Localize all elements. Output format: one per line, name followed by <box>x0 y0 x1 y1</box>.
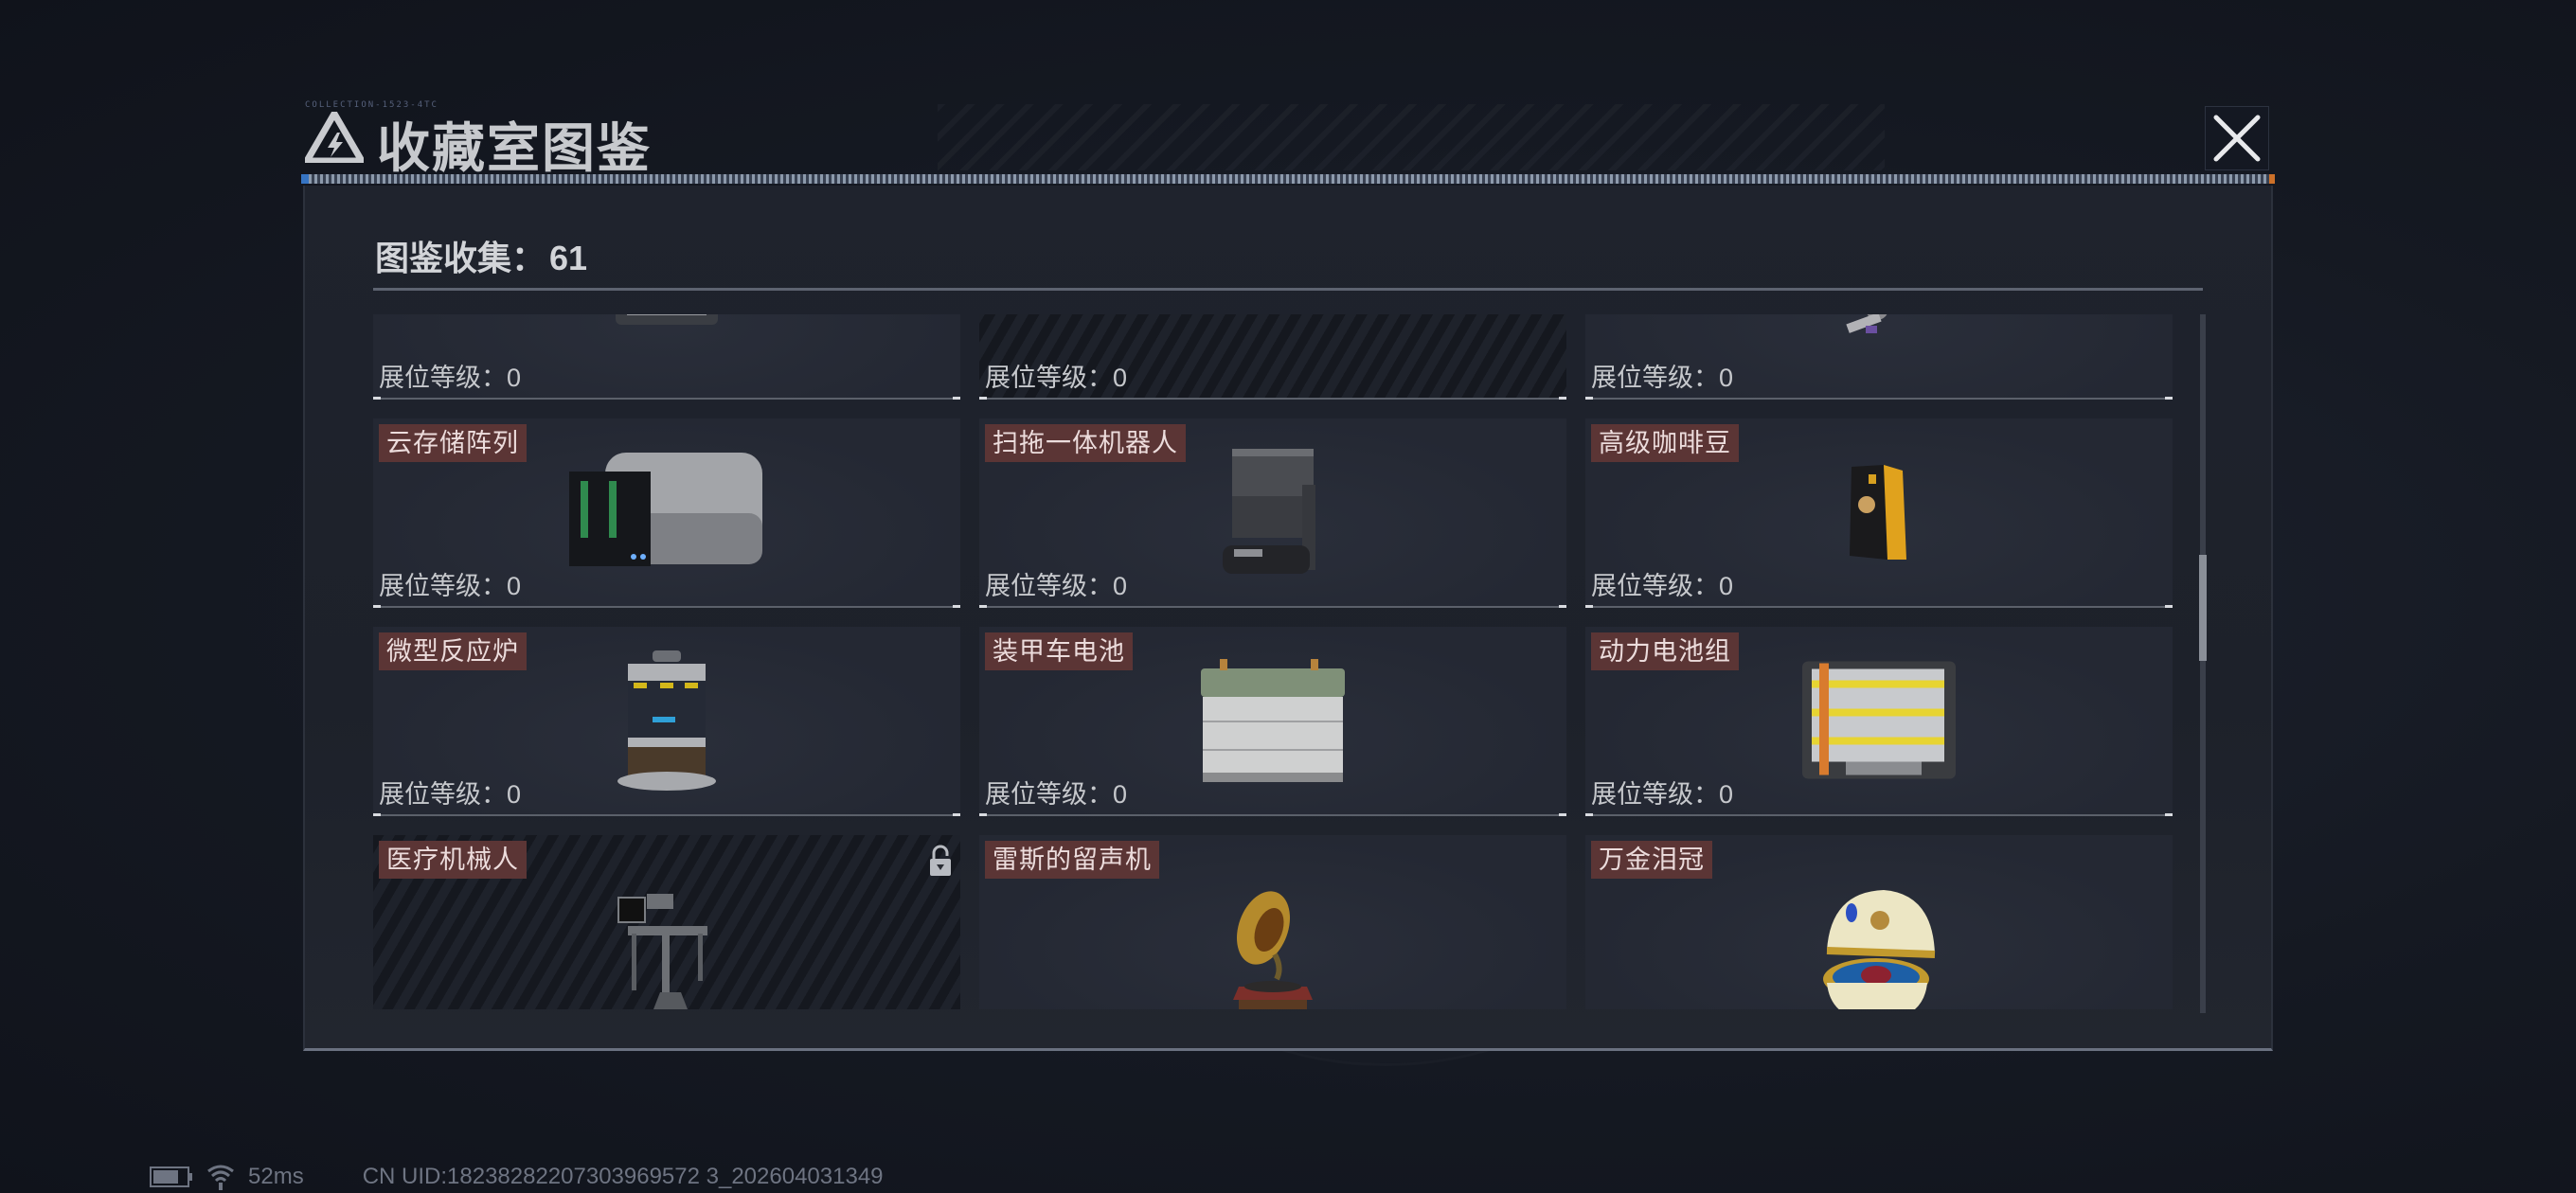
card-divider <box>373 397 960 400</box>
status-bar: 52ms CN UID:18238282207303969572 3_20260… <box>150 1163 884 1191</box>
scrollbar-thumb[interactable] <box>2199 555 2207 661</box>
collection-card[interactable]: 扫拖一体机器人 展位等级：0 <box>979 418 1566 608</box>
monitor-device-image <box>1207 314 1339 333</box>
collection-card[interactable]: 云存储阵列 展位等级：0 <box>373 418 960 608</box>
uid-text: CN UID:18238282207303969572 3_2026040313… <box>362 1164 884 1189</box>
vacuum-cleaner-image <box>1846 314 1887 333</box>
item-name-tag: 高级咖啡豆 <box>1591 424 1739 462</box>
close-button[interactable] <box>2205 106 2269 170</box>
card-divider <box>979 605 1566 608</box>
card-divider <box>373 605 960 608</box>
coffee-bag-image <box>1850 465 1906 560</box>
delta-logo-icon <box>305 112 364 163</box>
item-name-tag: 云存储阵列 <box>379 424 527 462</box>
booth-level: 展位等级：0 <box>1591 364 1734 392</box>
medical-robot-image <box>617 894 707 1009</box>
collection-card[interactable]: 展位等级：0 <box>1585 314 2173 400</box>
vehicle-battery-image <box>1201 659 1345 782</box>
card-divider <box>1585 813 2173 816</box>
gramophone-image <box>1233 891 1313 1009</box>
booth-level: 展位等级：0 <box>379 780 522 809</box>
collection-count-heading: 图鉴收集：61 <box>375 231 587 280</box>
card-divider <box>979 813 1566 816</box>
collection-card[interactable]: 万金泪冠 <box>1585 835 2173 1009</box>
collection-card[interactable]: 雷斯的留声机 <box>979 835 1566 1009</box>
collection-card[interactable]: 高级咖啡豆 展位等级：0 <box>1585 418 2173 608</box>
lock-icon <box>930 845 951 876</box>
booth-level: 展位等级：0 <box>985 364 1128 392</box>
collection-card[interactable]: 装甲车电池 展位等级：0 <box>979 627 1566 816</box>
collection-card-locked[interactable]: 医疗机械人 <box>373 835 960 1009</box>
collection-card[interactable]: 展位等级：0 <box>373 314 960 400</box>
item-name-tag: 万金泪冠 <box>1591 841 1712 879</box>
item-name-tag: 装甲车电池 <box>985 632 1133 670</box>
booth-level: 展位等级：0 <box>985 780 1128 809</box>
battery-icon <box>150 1166 192 1187</box>
booth-level: 展位等级：0 <box>1591 780 1734 809</box>
item-name-tag: 雷斯的留声机 <box>985 841 1159 879</box>
title-bar: COLLECTION-1523-4TC 收藏室图鉴 <box>284 95 2292 178</box>
item-name-tag: 扫拖一体机器人 <box>985 424 1186 462</box>
booth-level: 展位等级：0 <box>379 364 522 392</box>
jeweled-egg-image <box>1823 890 1936 1009</box>
collection-card[interactable]: 动力电池组 展位等级：0 <box>1585 627 2173 816</box>
item-name-tag: 微型反应炉 <box>379 632 527 670</box>
collection-grid: 展位等级：0 展位等级：0 <box>373 314 2173 1009</box>
collection-panel: 图鉴收集：61 展位等级：0 <box>303 186 2273 1051</box>
booth-level: 展位等级：0 <box>1591 572 1734 600</box>
collection-count-value: 61 <box>549 239 588 277</box>
title-deco-text: COLLECTION-1523-4TC <box>305 100 438 110</box>
item-name-tag: 动力电池组 <box>1591 632 1739 670</box>
ping-value: 52ms <box>248 1164 304 1189</box>
storage-array-image <box>569 453 762 566</box>
title-stripes <box>938 104 1885 170</box>
collection-card[interactable]: 展位等级：0 <box>979 314 1566 400</box>
battery-pack-image <box>1802 661 1956 779</box>
card-divider <box>1585 605 2173 608</box>
card-divider <box>1585 397 2173 400</box>
collection-count-label: 图鉴收集： <box>375 239 546 277</box>
mini-reactor-image <box>617 650 716 791</box>
collection-card[interactable]: 微型反应炉 展位等级：0 <box>373 627 960 816</box>
card-divider <box>373 813 960 816</box>
wifi-icon <box>207 1165 234 1190</box>
page-title: 收藏室图鉴 <box>377 118 652 178</box>
close-icon <box>2213 115 2261 162</box>
jerrycan-image <box>616 314 718 325</box>
item-name-tag: 医疗机械人 <box>379 841 527 879</box>
title-ruler <box>301 174 2275 184</box>
scrollbar-track[interactable] <box>2200 314 2206 1013</box>
heading-divider <box>373 288 2203 291</box>
mop-robot-image <box>1223 449 1315 574</box>
booth-level: 展位等级：0 <box>985 572 1128 600</box>
booth-level: 展位等级：0 <box>379 572 522 600</box>
collection-grid-viewport[interactable]: 展位等级：0 展位等级：0 <box>373 314 2180 1009</box>
card-divider <box>979 397 1566 400</box>
